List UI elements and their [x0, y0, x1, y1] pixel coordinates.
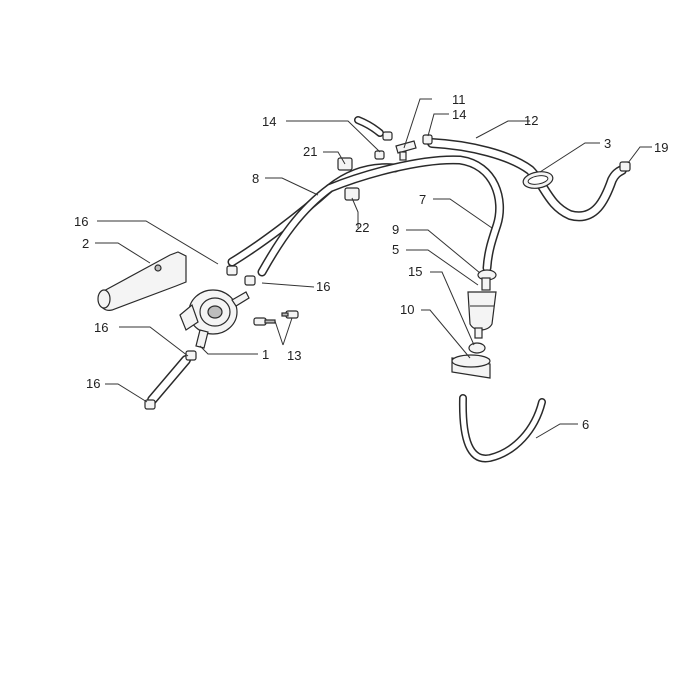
label-16-mid: 16	[94, 320, 108, 335]
label-1: 1	[262, 347, 269, 362]
label-5: 5	[392, 242, 399, 257]
clamp-14-right	[422, 134, 433, 145]
tee-connector-part-11	[382, 131, 417, 161]
clamp-16-a	[226, 265, 238, 276]
label-22: 22	[355, 220, 369, 235]
ring-part-10	[451, 354, 491, 379]
clamp-part-15	[468, 342, 486, 354]
cable-tie-part-3	[522, 171, 554, 189]
label-14-left: 14	[262, 114, 276, 129]
label-2: 2	[82, 236, 89, 251]
clamp-16-d	[144, 399, 156, 410]
label-6: 6	[582, 417, 589, 432]
clip-part-22	[344, 187, 360, 201]
label-16-right: 16	[316, 279, 330, 294]
clamp-part-19	[619, 161, 631, 172]
label-8: 8	[252, 171, 259, 186]
fuel-tap-part-1	[179, 289, 250, 349]
label-7: 7	[419, 192, 426, 207]
label-19: 19	[654, 140, 668, 155]
label-21: 21	[303, 144, 317, 159]
label-10: 10	[400, 302, 414, 317]
hose-14-short	[354, 116, 384, 137]
label-16-bottom: 16	[86, 376, 100, 391]
label-15: 15	[408, 264, 422, 279]
fuel-filter-part-5	[467, 277, 497, 339]
bracket-part-2	[97, 251, 187, 311]
hose-short-lower	[147, 355, 191, 405]
clamp-16-c	[185, 350, 197, 361]
label-9: 9	[392, 222, 399, 237]
hose-7	[257, 155, 505, 277]
label-16-top: 16	[74, 214, 88, 229]
clamp-16-b	[244, 275, 256, 286]
hose-12	[427, 138, 627, 222]
label-3: 3	[604, 136, 611, 151]
label-12: 12	[524, 113, 538, 128]
label-14-right: 14	[452, 107, 466, 122]
hose-6	[458, 394, 546, 463]
leader-lines	[95, 98, 652, 439]
label-13: 13	[287, 348, 301, 363]
label-11: 11	[452, 92, 466, 107]
